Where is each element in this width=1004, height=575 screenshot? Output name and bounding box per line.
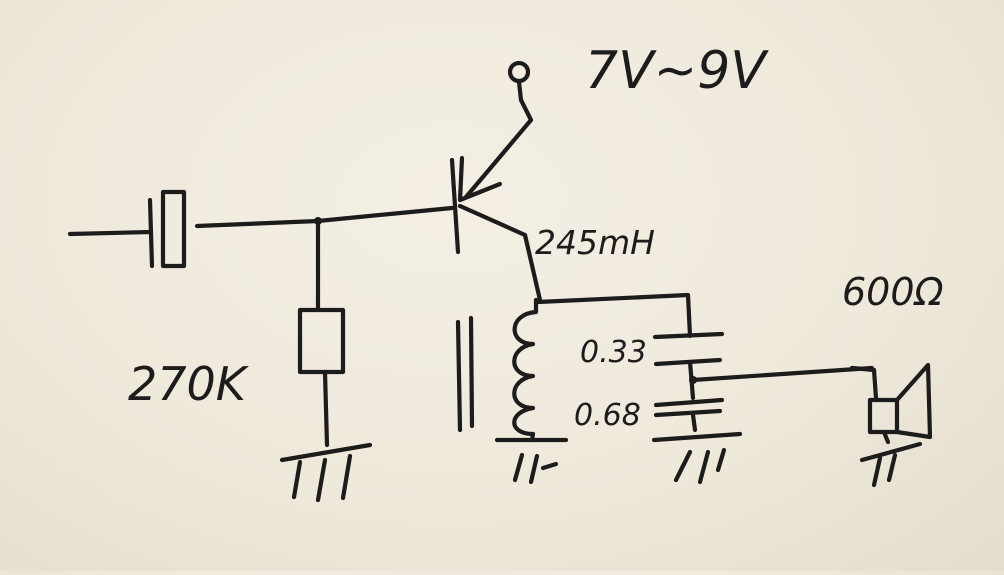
transistor-pnp bbox=[449, 117, 534, 255]
tank-middle-wire bbox=[687, 359, 875, 401]
base-bus-wire bbox=[194, 205, 455, 229]
capacitor-bottom-label: 0.68 bbox=[574, 398, 641, 433]
ground-symbol-resistor bbox=[279, 442, 373, 503]
tank-top-wire bbox=[535, 292, 693, 339]
input-wire bbox=[67, 229, 153, 237]
speaker-impedance-label: 600Ω bbox=[842, 270, 944, 314]
speaker-icon bbox=[849, 362, 933, 445]
capacitor-top-label: 0.33 bbox=[580, 335, 647, 370]
ground-symbol-speaker bbox=[859, 441, 923, 488]
supply-voltage-label: 7V~9V bbox=[585, 41, 769, 101]
inductor-core bbox=[455, 315, 475, 433]
bias-resistor bbox=[297, 218, 346, 448]
capacitor-bottom bbox=[653, 397, 725, 433]
inductance-label: 245mH bbox=[535, 223, 655, 262]
collector-wire bbox=[522, 232, 543, 303]
input-capacitor bbox=[147, 189, 187, 269]
supply-terminal bbox=[507, 60, 534, 123]
ground-symbol-coil bbox=[494, 437, 569, 485]
capacitor-top bbox=[652, 331, 725, 367]
ground-symbol-capacitor bbox=[651, 431, 743, 485]
inductor-coil bbox=[512, 297, 539, 443]
resistor-label: 270K bbox=[128, 357, 250, 411]
